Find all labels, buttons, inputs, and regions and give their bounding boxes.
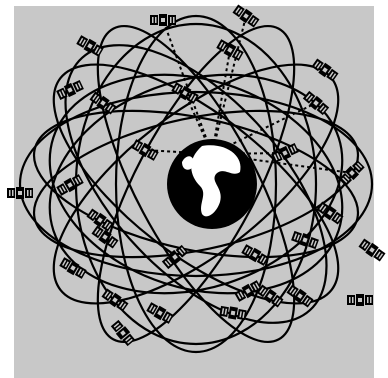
panel-gap [349,297,351,303]
panel-gap [352,297,354,303]
solar-panel-right [25,188,33,198]
earth-globe-icon [167,139,257,229]
body-window [231,311,236,316]
body-window [18,191,22,195]
solar-panel-left [150,15,158,25]
solar-panel-right [237,309,247,320]
gps-satellite-icon [7,187,33,199]
panel-gap [9,190,11,196]
panel-gap [152,17,154,23]
right-border [374,0,388,378]
gps-satellite-icon [347,294,373,306]
panel-gap [30,190,32,196]
panel-gap [155,17,157,23]
gps-satellite-icon [150,14,176,26]
body-window [358,298,362,302]
solar-panel-left [347,295,355,305]
panel-gap [370,297,372,303]
body-window [161,18,165,22]
panel-gap [367,297,369,303]
top-border [0,0,388,6]
panel-gap [12,190,14,196]
panel-gap [173,17,175,23]
solar-panel-left [7,188,15,198]
panel-gap [27,190,29,196]
panel-gap [170,17,172,23]
solar-panel-right [365,295,373,305]
solar-panel-left [219,306,229,317]
solar-panel-right [168,15,176,25]
